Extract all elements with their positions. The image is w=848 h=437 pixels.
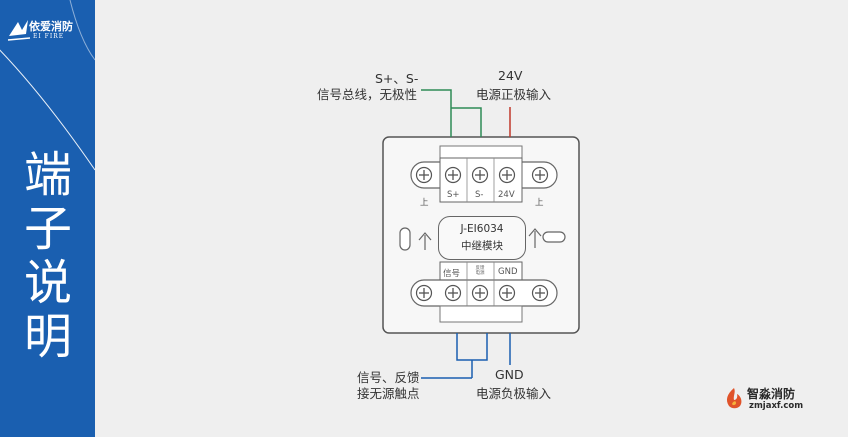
brand-name: 依爱消防 <box>29 20 73 33</box>
label-gnd-desc: 电源负极输入 <box>476 386 552 401</box>
brand-logo-icon <box>7 20 31 41</box>
terminal-label-s-plus: S+ <box>447 190 460 200</box>
sidebar-title-char: 说 <box>23 255 72 311</box>
screw-icon <box>415 284 433 302</box>
screw-icon <box>531 166 549 184</box>
screw-icon <box>498 166 516 184</box>
wire-signal-bus-loop <box>451 107 482 137</box>
sidebar-panel: 依爱消防 EI FIRE 端 子 说 明 <box>0 0 95 437</box>
sidebar-title-char: 端 <box>23 147 72 203</box>
sidebar-title: 端 子 说 明 <box>8 148 88 364</box>
label-signal-feedback-desc: 接无源触点 <box>357 386 420 401</box>
terminal-label-feedback-line2: 电源 <box>475 271 485 276</box>
brand-name-en: EI FIRE <box>33 33 65 40</box>
sidebar-decoration <box>0 0 95 171</box>
screw-icon <box>444 284 462 302</box>
label-signal-feedback: 信号、反馈 <box>357 370 420 385</box>
terminal-label-24v: 24V <box>498 190 515 200</box>
screw-icon <box>471 284 489 302</box>
label-power-positive-desc: 电源正极输入 <box>476 87 552 102</box>
sidebar-title-char: 明 <box>23 309 72 365</box>
label-power-positive: 24V <box>498 68 523 83</box>
screw-icon <box>444 166 462 184</box>
terminal-label-signal: 信号 <box>443 269 461 279</box>
module-model: J-EI6034 <box>460 223 504 235</box>
up-arrow-icon <box>528 228 542 248</box>
mount-slot-right <box>542 231 566 243</box>
up-arrow-icon <box>418 232 432 250</box>
diagram-area: S+、S- 信号总线，无极性 24V 电源正极输入 S+ S- 24V 上 上 … <box>95 0 848 437</box>
label-gnd: GND <box>495 367 524 382</box>
mount-slot-left <box>399 227 411 251</box>
watermark-name: 智淼消防 <box>747 387 796 401</box>
module-label-box: J-EI6034 中继模块 <box>438 216 526 260</box>
terminal-label-gnd: GND <box>498 267 518 277</box>
up-mark-label: 上 <box>535 198 544 208</box>
terminal-label-feedback: 反馈 电源 <box>473 266 487 276</box>
wire-signal-feedback <box>456 333 488 361</box>
up-mark-label: 上 <box>420 198 429 208</box>
screw-icon <box>531 284 549 302</box>
label-signal-bus-terminals: S+、S- <box>375 71 419 86</box>
terminal-block-bottom-shell <box>439 305 523 323</box>
terminal-label-s-minus: S- <box>475 190 484 200</box>
module-name: 中继模块 <box>461 240 503 252</box>
watermark-logo-icon <box>726 388 742 409</box>
terminal-label-feedback-line1: 反馈 <box>475 266 485 271</box>
sidebar-title-char: 子 <box>23 201 72 257</box>
watermark-url: zmjaxf.com <box>749 401 804 411</box>
label-signal-bus-desc: 信号总线，无极性 <box>317 87 418 102</box>
screw-icon <box>471 166 489 184</box>
screw-icon <box>415 166 433 184</box>
wire-signal-bus <box>421 89 452 137</box>
screw-icon <box>498 284 516 302</box>
